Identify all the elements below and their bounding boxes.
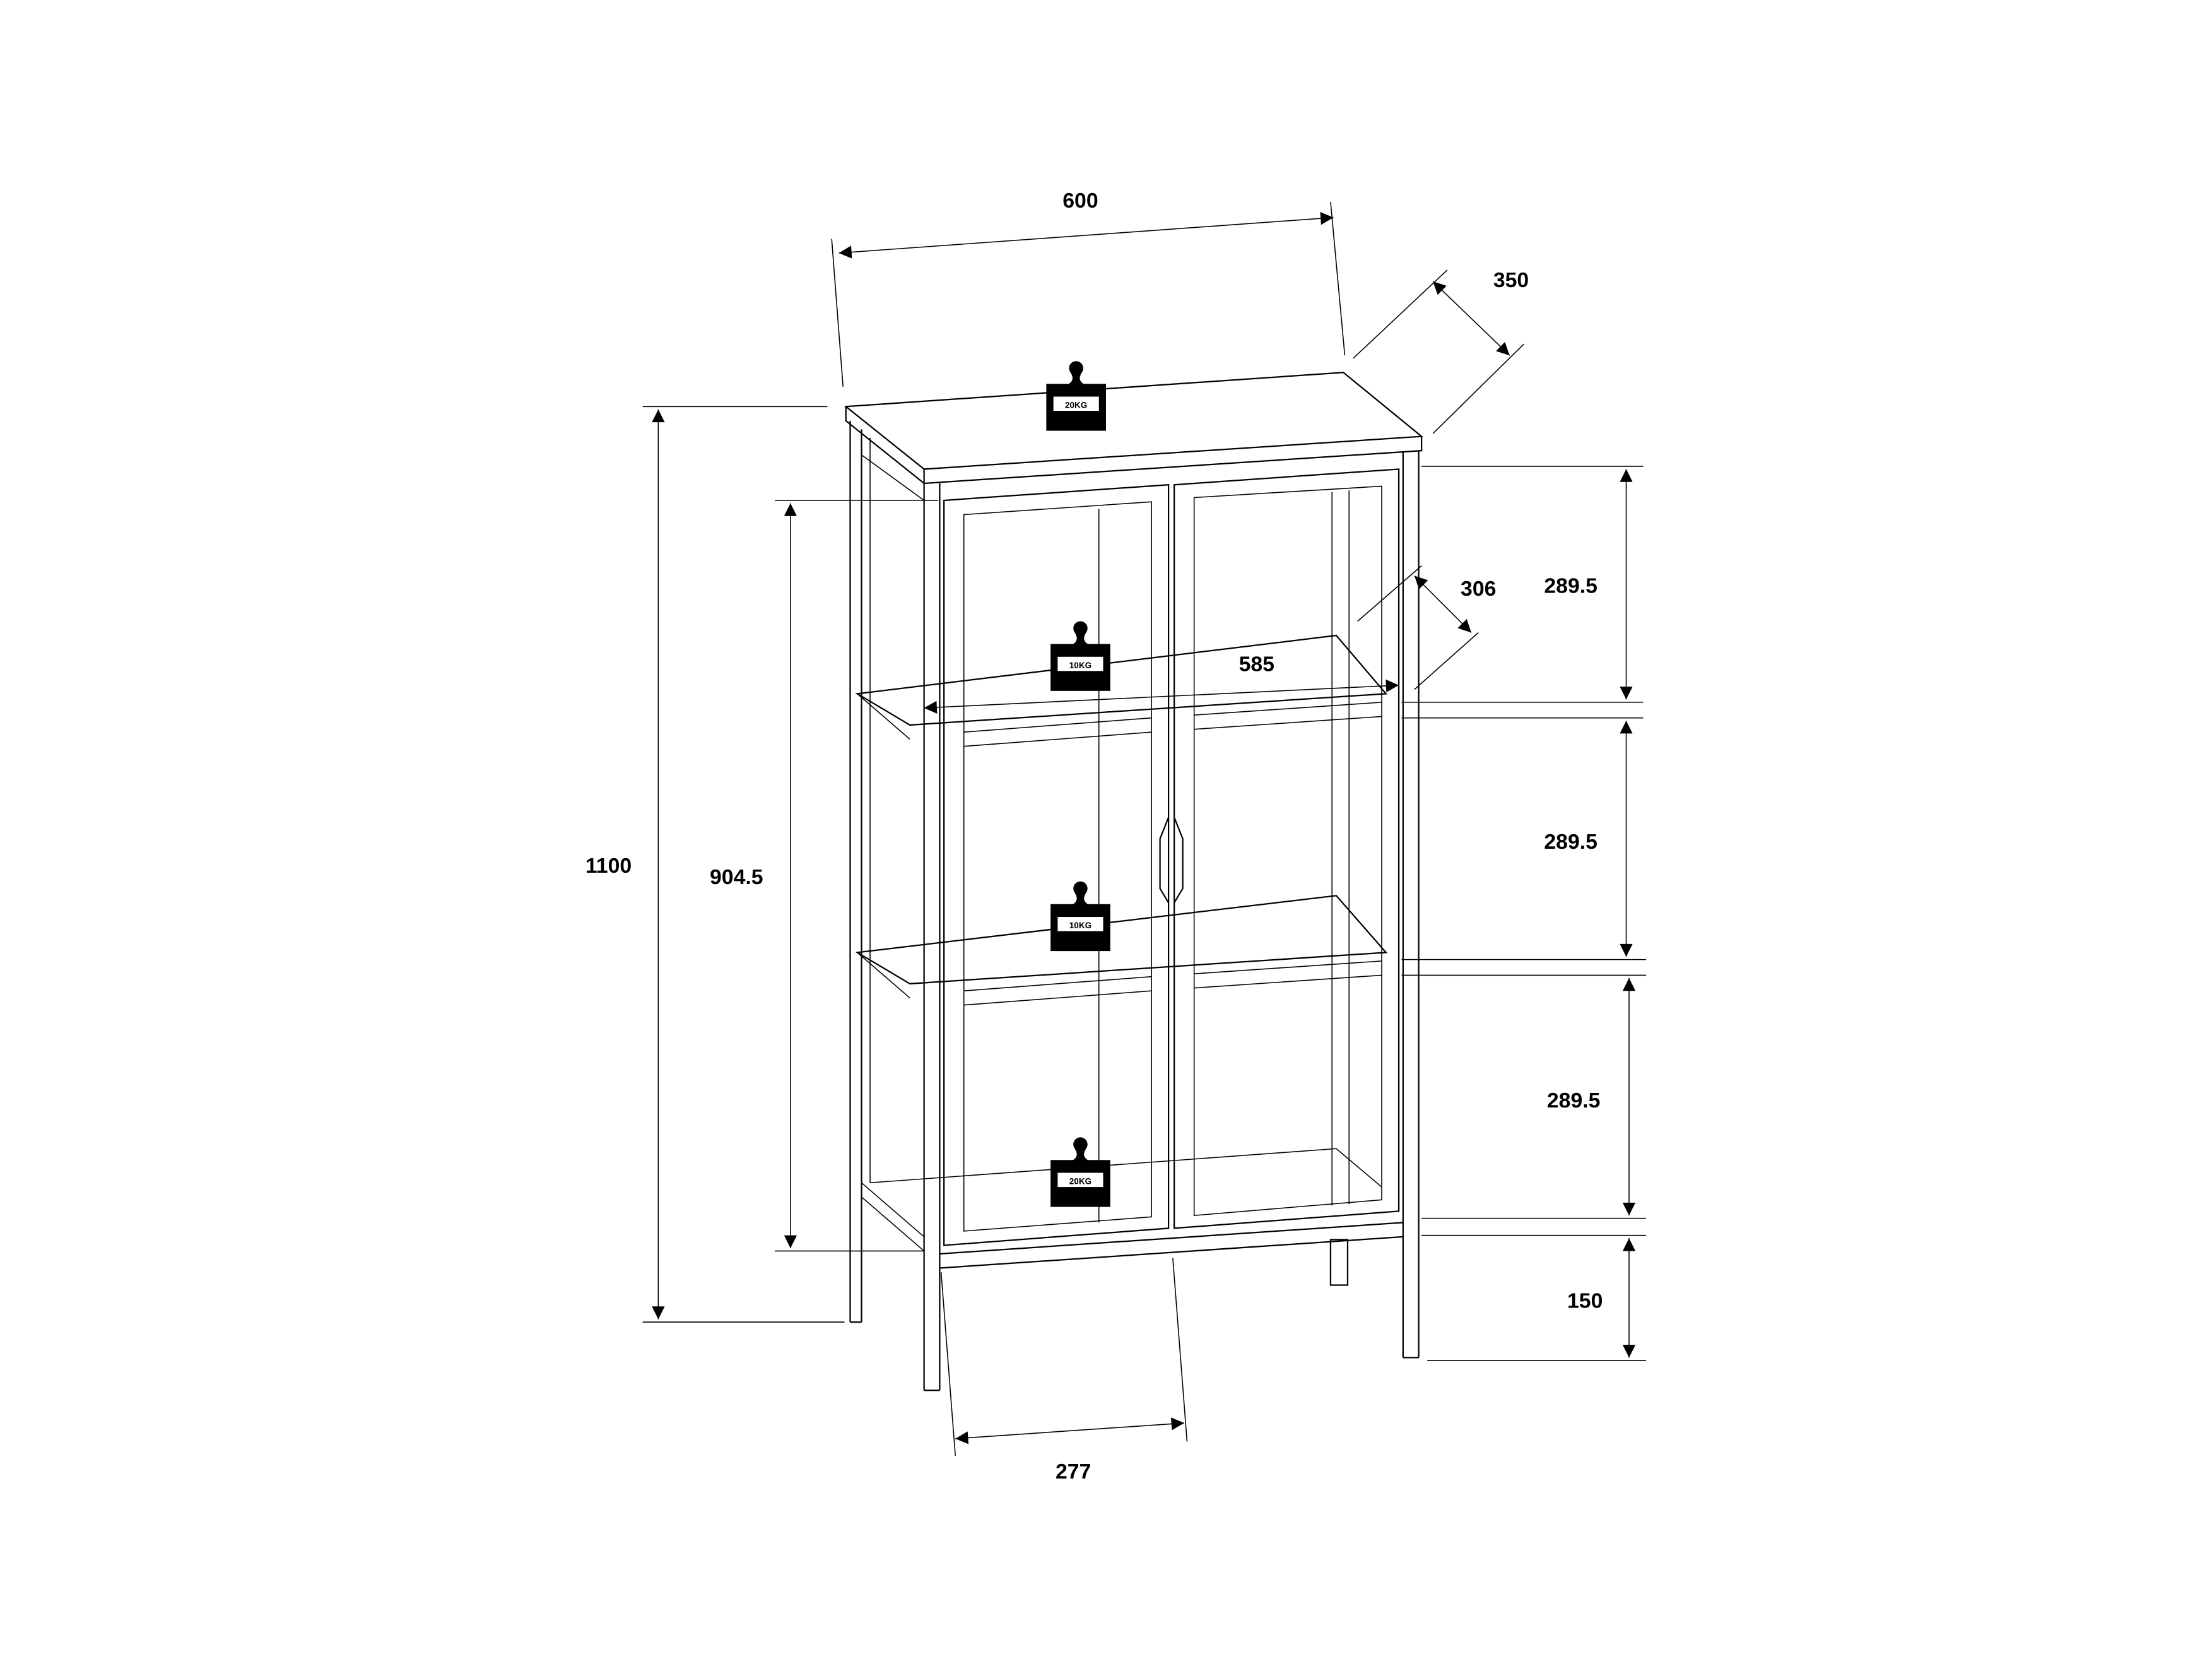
- cabinet: [844, 372, 1424, 1391]
- dim-door-width: 277: [1056, 1460, 1091, 1484]
- top-surface: [844, 372, 1424, 470]
- dim-depth: 350: [1493, 268, 1529, 292]
- svg-text:20KG: 20KG: [1065, 401, 1087, 410]
- svg-text:20KG: 20KG: [1069, 1177, 1091, 1186]
- dim-width: 600: [1062, 189, 1098, 213]
- dim-body-height: 904.5: [710, 865, 763, 889]
- dim-leg-height: 150: [1567, 1289, 1603, 1313]
- dim-inner-depth: 306: [1461, 577, 1496, 601]
- weight-icon-top: 20KG: [1046, 361, 1106, 431]
- weight-icon-shelf-upper: 10KG: [1050, 621, 1110, 691]
- shelf-lower: [855, 895, 1388, 985]
- svg-text:10KG: 10KG: [1069, 921, 1091, 930]
- dim-inner-width: 585: [1239, 652, 1274, 676]
- weight-icon-bottom: 20KG: [1050, 1137, 1110, 1207]
- weight-icon-shelf-lower: 10KG: [1050, 881, 1110, 952]
- svg-text:10KG: 10KG: [1069, 661, 1091, 670]
- dim-shelf-middle: 289.5: [1544, 830, 1597, 854]
- dim-shelf-bottom: 289.5: [1547, 1089, 1601, 1113]
- dimension-lines: [642, 201, 1647, 1456]
- shelf-upper: [855, 634, 1388, 726]
- dim-shelf-top: 289.5: [1544, 574, 1597, 598]
- dim-total-height: 1100: [585, 854, 632, 878]
